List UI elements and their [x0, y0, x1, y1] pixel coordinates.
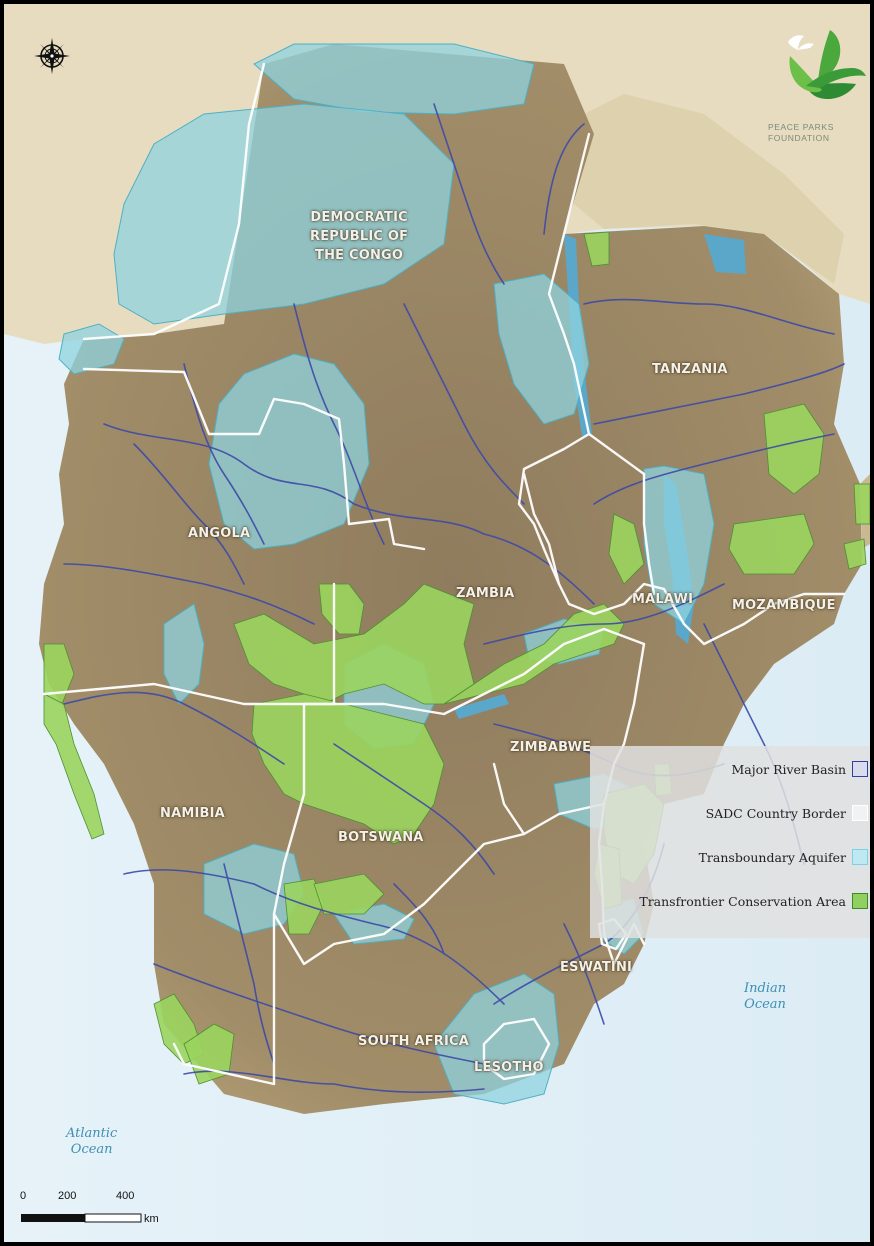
label-zambia: ZAMBIA	[456, 586, 515, 601]
logo-text-line2: FOUNDATION	[768, 133, 830, 143]
peace-parks-leaf-logo-icon	[788, 30, 866, 100]
lake-victoria-edge	[704, 234, 746, 274]
legend-item-conservation-area: Transfrontier Conservation Area	[639, 892, 868, 910]
legend-label: Transboundary Aquifer	[698, 849, 846, 865]
legend-label: Transfrontier Conservation Area	[639, 893, 846, 909]
label-tanzania: TANZANIA	[652, 362, 728, 377]
scale-unit: km	[144, 1213, 159, 1225]
label-malawi: MALAWI	[632, 592, 694, 607]
legend-item-aquifer: Transboundary Aquifer	[699, 848, 868, 866]
label-drc-line1: DEMOCRATIC	[310, 210, 408, 225]
compass-rose-icon	[34, 38, 70, 74]
label-indian-line2: Ocean	[744, 997, 786, 1012]
major-rivers	[63, 103, 845, 1094]
label-atlantic-ocean: Atlantic Ocean	[66, 1126, 117, 1158]
label-indian-ocean: Indian Ocean	[744, 981, 786, 1013]
label-eswatini: ESWATINI	[560, 960, 633, 975]
map-legend: Major River Basin SADC Country Border Tr…	[590, 746, 870, 938]
label-namibia: NAMIBIA	[160, 806, 225, 821]
scale-bar-graphic	[21, 1213, 142, 1223]
label-botswana: BOTSWANA	[338, 830, 424, 845]
label-drc-line2: REPUBLIC OF	[310, 229, 409, 244]
map-canvas	[4, 4, 870, 1242]
label-angola: ANGOLA	[188, 526, 251, 541]
legend-label: SADC Country Border	[705, 805, 846, 821]
legend-item-country-border: SADC Country Border	[706, 804, 868, 822]
logo-text-line1: PEACE PARKS	[768, 122, 834, 132]
legend-swatch-conservation-area	[852, 893, 868, 909]
label-drc-line3: THE CONGO	[315, 248, 404, 263]
scale-tick-400: 400	[116, 1190, 135, 1202]
legend-item-river-basin: Major River Basin	[731, 760, 868, 778]
label-atlantic-line2: Ocean	[70, 1142, 113, 1157]
southern-africa-map: PEACE PARKS FOUNDATION DEMOCRATIC REPUBL…	[4, 4, 870, 1242]
label-zimbabwe: ZIMBABWE	[510, 740, 592, 755]
scale-tick-200: 200	[58, 1190, 77, 1202]
legend-swatch-river-basin	[852, 761, 868, 777]
scale-bar: 0 200 400 km	[20, 1190, 180, 1234]
legend-label: Major River Basin	[731, 761, 846, 777]
scale-tick-0: 0	[20, 1190, 27, 1202]
label-mozambique: MOZAMBIQUE	[732, 598, 836, 613]
label-atlantic-line1: Atlantic	[66, 1126, 118, 1141]
peace-parks-foundation-logo: PEACE PARKS FOUNDATION	[768, 22, 870, 157]
non-sadc-highlands	[564, 94, 844, 284]
lake-kariba	[454, 694, 509, 719]
label-drc: DEMOCRATIC REPUBLIC OF THE CONGO	[310, 208, 408, 265]
label-lesotho: LESOTHO	[474, 1060, 544, 1075]
label-south-africa: SOUTH AFRICA	[358, 1034, 470, 1049]
legend-swatch-country-border	[852, 805, 868, 821]
label-indian-line1: Indian	[744, 981, 787, 996]
transboundary-aquifers	[58, 43, 715, 1105]
legend-swatch-aquifer	[852, 849, 868, 865]
